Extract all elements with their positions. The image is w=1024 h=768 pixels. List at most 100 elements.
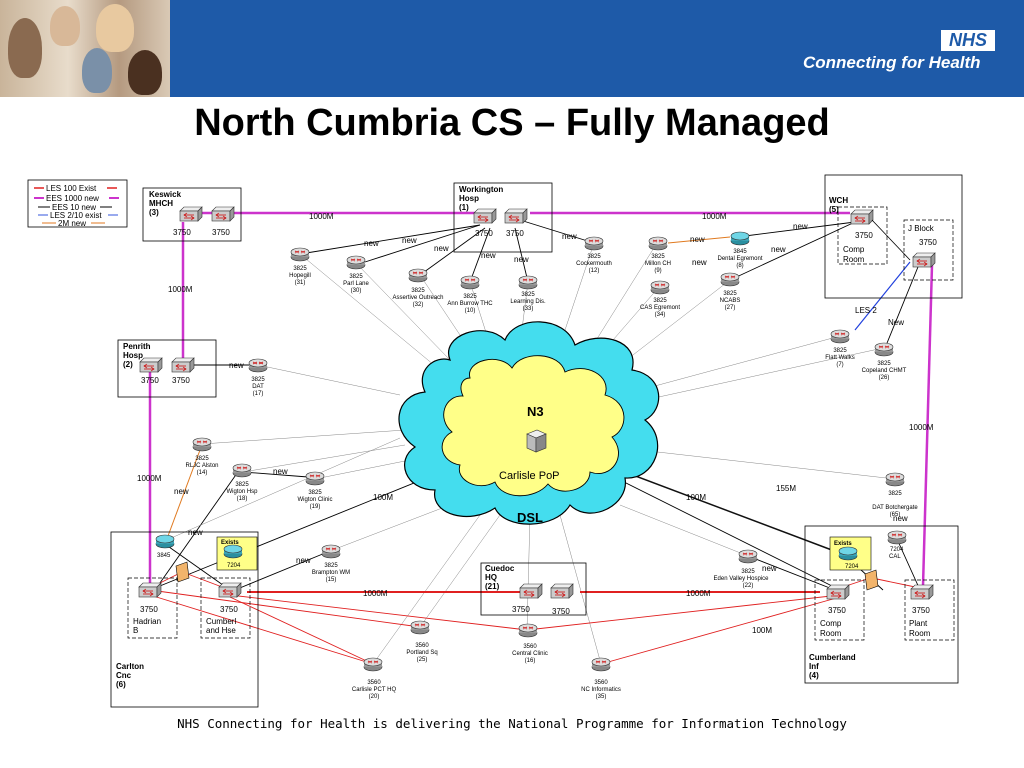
svg-text:Exists: Exists bbox=[221, 540, 239, 546]
svg-text:3825: 3825 bbox=[463, 294, 477, 300]
svg-text:3750: 3750 bbox=[172, 376, 190, 385]
svg-text:3825: 3825 bbox=[653, 298, 667, 304]
remote-router: 3825 DAT Botchergate (65) bbox=[872, 472, 918, 518]
svg-text:RLJC Alston: RLJC Alston bbox=[185, 463, 218, 469]
svg-text:3750: 3750 bbox=[475, 229, 493, 238]
svg-text:Cnc: Cnc bbox=[116, 671, 132, 680]
svg-text:(5): (5) bbox=[829, 205, 839, 214]
remote-router: 3825 Learning Dis. (33) bbox=[510, 275, 546, 312]
svg-text:3845: 3845 bbox=[733, 249, 747, 255]
svg-text:new: new bbox=[793, 222, 808, 231]
link-speed-label: 100M bbox=[373, 493, 393, 502]
legend-label: LES 2/10 exist bbox=[50, 211, 102, 220]
svg-text:3825: 3825 bbox=[324, 563, 338, 569]
links-to-cloud bbox=[161, 242, 896, 665]
svg-text:(20): (20) bbox=[369, 694, 380, 700]
remote-router: 3825 CAS Egremont (34) bbox=[640, 280, 680, 318]
svg-text:NC Informatics: NC Informatics bbox=[581, 687, 621, 693]
svg-text:3750: 3750 bbox=[552, 607, 570, 616]
router-icon bbox=[887, 530, 907, 545]
firewall-icon bbox=[864, 569, 879, 591]
legend-label: 2M new bbox=[58, 219, 86, 228]
router-icon bbox=[155, 534, 175, 549]
link-speed-label: 100M bbox=[686, 493, 706, 502]
nhs-logo: NHS bbox=[941, 30, 995, 51]
remote-router: 3560 Portland Sq (25) bbox=[406, 620, 438, 663]
svg-text:and Hse: and Hse bbox=[206, 626, 236, 635]
svg-text:3750: 3750 bbox=[919, 238, 937, 247]
svg-text:7204: 7204 bbox=[890, 547, 904, 553]
new-link-labels: new new new new new new new new new new … bbox=[174, 222, 908, 573]
svg-text:Brampton WM: Brampton WM bbox=[312, 570, 350, 576]
svg-text:(27): (27) bbox=[725, 305, 736, 311]
svg-text:(12): (12) bbox=[589, 268, 600, 274]
svg-text:Exists: Exists bbox=[834, 541, 852, 547]
switch-icon bbox=[504, 208, 528, 224]
svg-text:3560: 3560 bbox=[415, 643, 429, 649]
switch-icon bbox=[519, 583, 543, 599]
router-icon bbox=[838, 546, 858, 561]
switch-icon bbox=[850, 209, 874, 225]
svg-text:Penrith: Penrith bbox=[123, 342, 151, 351]
switch-icon bbox=[138, 582, 162, 598]
svg-text:Learning Dis.: Learning Dis. bbox=[510, 299, 546, 305]
link-speed-label: LES 2 bbox=[855, 306, 877, 315]
remote-router: 3845 Dental Egremont (8) bbox=[717, 231, 763, 269]
site-cuedoc: Cuedoc HQ (21) 3750 3750 bbox=[480, 562, 587, 616]
svg-text:3825: 3825 bbox=[411, 288, 425, 294]
svg-text:new: new bbox=[692, 258, 707, 267]
svg-text:Carlisle PCT HQ: Carlisle PCT HQ bbox=[352, 687, 397, 693]
firewall-icon bbox=[175, 561, 190, 583]
switch-icon bbox=[171, 357, 195, 373]
svg-text:(18): (18) bbox=[237, 496, 248, 502]
svg-text:new: new bbox=[174, 487, 189, 496]
remote-router: 3825 Eden Valley Hospice (22) bbox=[714, 549, 770, 589]
svg-text:new: new bbox=[188, 528, 203, 537]
svg-text:Dental Egremont: Dental Egremont bbox=[717, 256, 762, 262]
cloud-label-dsl: DSL bbox=[517, 510, 543, 525]
svg-text:Hosp: Hosp bbox=[459, 194, 479, 203]
svg-text:Eden Valley Hospice: Eden Valley Hospice bbox=[714, 576, 770, 582]
svg-text:3825: 3825 bbox=[195, 456, 209, 462]
svg-text:3750: 3750 bbox=[140, 605, 158, 614]
svg-text:(4): (4) bbox=[809, 671, 819, 680]
svg-text:Portland Sq: Portland Sq bbox=[406, 650, 437, 656]
link-speed-label: 1000M bbox=[137, 474, 162, 483]
svg-text:Wigton Clinic: Wigton Clinic bbox=[297, 497, 332, 503]
legend-label: EES 1000 new bbox=[46, 194, 99, 203]
svg-text:3825: 3825 bbox=[251, 377, 265, 383]
svg-text:(16): (16) bbox=[525, 658, 536, 664]
svg-text:(1): (1) bbox=[459, 203, 469, 212]
svg-text:new: new bbox=[481, 251, 496, 260]
svg-text:3560: 3560 bbox=[367, 680, 381, 686]
svg-text:Comp: Comp bbox=[843, 245, 865, 254]
svg-text:DAT Botchergate: DAT Botchergate bbox=[872, 505, 918, 511]
links-ees10 bbox=[149, 219, 921, 593]
svg-text:(9): (9) bbox=[654, 268, 661, 274]
svg-text:3750: 3750 bbox=[141, 376, 159, 385]
svg-text:(17): (17) bbox=[253, 391, 264, 397]
legend-label: LES 100 Exist bbox=[46, 184, 97, 193]
staff-photo-strip bbox=[0, 0, 170, 97]
switch-icon bbox=[179, 206, 203, 222]
remote-router: 3825 Millon CH (9) bbox=[645, 236, 671, 274]
svg-text:new: new bbox=[434, 244, 449, 253]
svg-text:new: new bbox=[402, 236, 417, 245]
site-carlton: Carlton Cnc (6) 3750 Hadrian B 3750 Cumb… bbox=[110, 531, 259, 708]
svg-text:3825: 3825 bbox=[235, 482, 249, 488]
svg-text:(32): (32) bbox=[413, 302, 424, 308]
link-speed-label: 1000M bbox=[702, 212, 727, 221]
site-penrith: Penrith Hosp (2) 3750 3750 bbox=[117, 339, 217, 398]
svg-text:new: new bbox=[229, 361, 244, 370]
svg-text:B: B bbox=[133, 626, 138, 635]
switch-icon bbox=[826, 584, 850, 600]
svg-text:MHCH: MHCH bbox=[149, 199, 173, 208]
svg-text:Hadrian: Hadrian bbox=[133, 617, 161, 626]
svg-text:Wigton Hsp: Wigton Hsp bbox=[226, 489, 258, 495]
svg-text:new: new bbox=[762, 564, 777, 573]
svg-text:WCH: WCH bbox=[829, 196, 848, 205]
remote-router: 3825 Cockermouth (12) bbox=[576, 236, 612, 274]
svg-text:Cuedoc: Cuedoc bbox=[485, 564, 515, 573]
link-speed-label: 1000M bbox=[309, 212, 334, 221]
